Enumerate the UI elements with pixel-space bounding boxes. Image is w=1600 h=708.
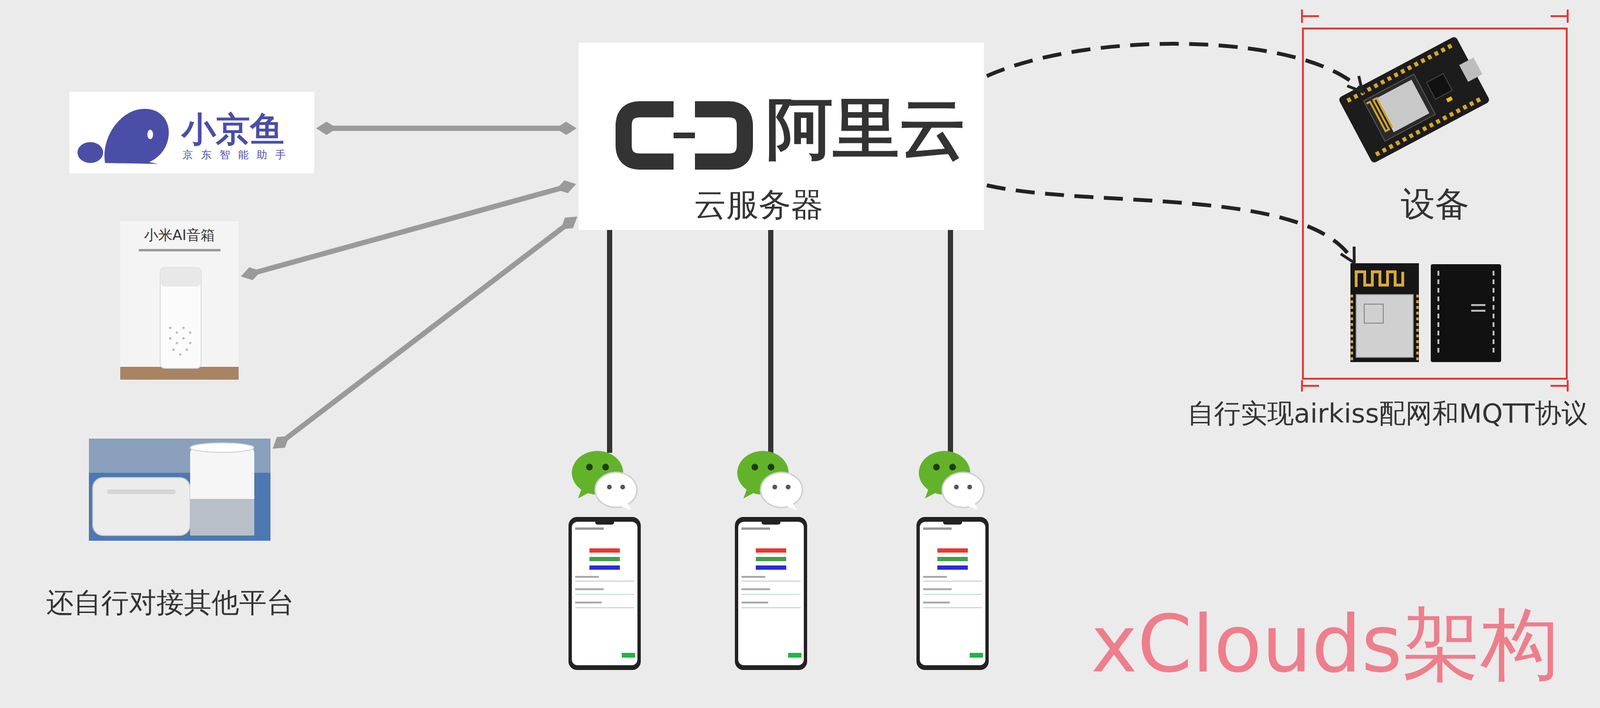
phone-icon (568, 517, 989, 671)
phone-icon (734, 517, 808, 671)
esp32-module (1364, 304, 1384, 324)
speaker-title: 小米AI音箱 (144, 227, 215, 244)
server-wire (768, 229, 774, 454)
diagram-title: xClouds架构 (1090, 599, 1560, 691)
phone-icon (568, 517, 641, 671)
server-label-holder: 云服务器 (693, 186, 824, 224)
whale-logo (147, 129, 154, 140)
other-platforms: 还自行对接其他平台 (88, 438, 271, 541)
xiaomi-speaker-photo (120, 366, 239, 380)
other-speakers-photo (190, 499, 255, 536)
xiaomi-speaker-photo (185, 348, 189, 352)
xiaomi-speaker-photo (182, 327, 185, 330)
esp8266-board (1375, 79, 1430, 133)
xiaomi-speaker-photo (169, 327, 192, 357)
esp8266-board (1459, 57, 1483, 82)
xiaomi-speaker-photo (182, 337, 185, 340)
server-wire (607, 229, 613, 454)
xiaomi-speaker-photo (120, 221, 239, 380)
platform-caption-holder: 还自行对接其他平台 (46, 587, 295, 619)
wechat-icon (737, 451, 803, 511)
device-region: 设备自行实现airkiss配网和MQTT协议 (1301, 27, 1568, 380)
dimension-bracket (1550, 385, 1568, 387)
esp32-module (1350, 294, 1354, 362)
whale-logo (104, 108, 169, 164)
device-label: 设备 (1400, 184, 1470, 224)
xiaomi-speaker-photo (172, 348, 175, 352)
esp8266-board (1426, 73, 1453, 100)
cloud-name: 阿里云 (766, 90, 966, 167)
brand-subtitle: 京东智能助手 (182, 148, 294, 161)
xiaomi-speaker-photo (175, 331, 179, 335)
esp8266-board (1338, 35, 1491, 164)
esp8266-board (1445, 96, 1453, 103)
esp32-module-back (1430, 264, 1502, 363)
brand-name-holder: 小京鱼 (181, 109, 285, 150)
other-speakers-photo (88, 438, 271, 541)
other-speakers-photo (106, 489, 176, 495)
esp32-module (1350, 263, 1419, 363)
diagram-title-holder: xClouds架构 (1090, 599, 1560, 691)
brand-subtitle-holder: 京东智能助手 (182, 148, 294, 161)
server-wire (607, 229, 954, 454)
aliyun-logo (694, 109, 745, 162)
server-label: 云服务器 (693, 186, 824, 224)
wechat-icon (918, 451, 984, 511)
device-caption: 自行实现airkiss配网和MQTT协议 (1187, 398, 1589, 429)
other-speakers-photo (190, 446, 255, 536)
link-line (280, 222, 569, 443)
esp8266-board (1366, 98, 1393, 134)
dashed-arrow (986, 185, 1355, 263)
aliyun-logo (673, 132, 695, 139)
xiaomi-speaker-photo (169, 327, 172, 330)
esp8266-board (1363, 74, 1436, 142)
xiaomi-speaker-photo (179, 353, 182, 357)
esp32-module (1356, 271, 1403, 288)
esp32-module-back (1471, 304, 1486, 307)
esp32-module-back (1437, 270, 1440, 357)
xiaomi-speaker-photo (120, 221, 239, 380)
esp32-module-back (1430, 264, 1502, 363)
dimension-bracket (1301, 385, 1320, 387)
esp32-module-back (1492, 270, 1495, 357)
device-caption-holder: 自行实现airkiss配网和MQTT协议 (1187, 398, 1589, 429)
esp8266-board (1338, 33, 1496, 164)
brand-name: 小京鱼 (181, 109, 285, 150)
esp32-module (1350, 263, 1419, 363)
dimension-bracket (1301, 9, 1568, 392)
other-speakers-photo (190, 443, 254, 453)
link-line (326, 125, 567, 132)
cloud-server-box: 阿里云云服务器 (578, 42, 984, 231)
phone-icon (916, 517, 989, 671)
esp32-module-back (1471, 309, 1486, 312)
whale-logo (77, 142, 104, 164)
speaker-title-holder: 小米AI音箱 (120, 227, 239, 244)
xiaomi-speaker-photo (189, 342, 192, 345)
wechat-icon (571, 451, 637, 511)
dimension-bracket (1550, 15, 1568, 18)
xiaomi-speaker-photo (138, 249, 221, 252)
xiaomi-speaker-photo (189, 331, 192, 335)
dimension-bracket (1301, 15, 1320, 18)
xiaomi-speaker-photo (160, 267, 202, 287)
cloud-name-holder: 阿里云 (766, 90, 966, 167)
xiaomi-speaker: 小米AI音箱 (120, 221, 239, 380)
xiaomi-speaker-photo (160, 267, 202, 369)
platform-caption: 还自行对接其他平台 (46, 587, 295, 619)
xiaomi-speaker-photo (169, 337, 172, 340)
wechat-icon (571, 451, 984, 511)
device-label-holder: 设备 (1303, 184, 1566, 224)
aliyun-logo (623, 109, 674, 162)
esp32-module (1416, 294, 1419, 362)
other-speakers-photo (92, 477, 191, 536)
dashed-arrow (986, 43, 1363, 92)
jd-assistant-box: 小京鱼京东智能助手 (69, 91, 315, 174)
xiaomi-speaker-photo (175, 342, 179, 345)
server-wire (947, 229, 954, 454)
esp32-module (1356, 294, 1414, 358)
other-speakers-photo (88, 438, 271, 541)
